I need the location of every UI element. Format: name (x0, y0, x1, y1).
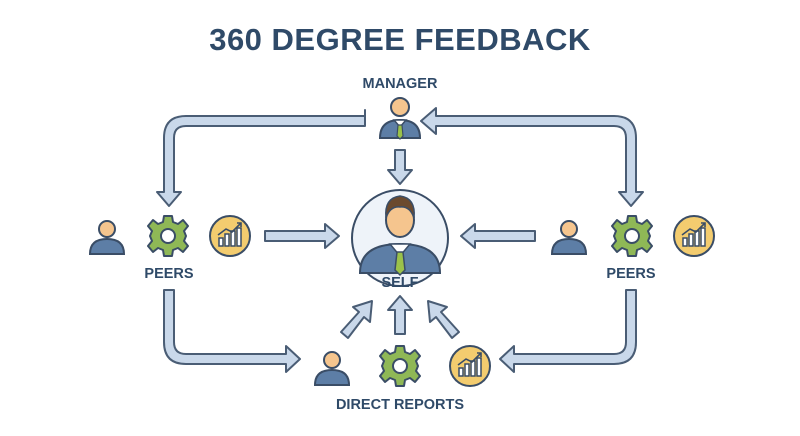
direct-reports-chart-icon (449, 345, 491, 387)
peers-left-gear-icon (147, 215, 189, 257)
arrow-right-peers-to-manager (420, 107, 644, 207)
direct-reports-label: DIRECT REPORTS (335, 397, 465, 413)
arrow-manager-to-self (387, 149, 413, 185)
arrow-direct-reports-to-self-right (427, 300, 460, 339)
peers-right-label: PEERS (606, 266, 656, 282)
arrow-direct-reports-to-self-left (340, 300, 373, 339)
manager-label: MANAGER (362, 76, 438, 92)
peers-left-label: PEERS (144, 266, 194, 282)
arrow-direct-reports-to-self-center (387, 295, 413, 335)
peers-left-person-icon (89, 220, 125, 255)
self-person-icon (351, 189, 449, 287)
peers-right-person-icon (551, 220, 587, 255)
arrow-right-peers-to-direct-reports (499, 289, 637, 373)
direct-reports-gear-icon (379, 345, 421, 387)
arrow-left-peers-to-self (264, 223, 340, 249)
self-label: SELF (381, 275, 419, 291)
peers-left-chart-icon (209, 215, 251, 257)
arrow-left-peers-to-direct-reports (163, 289, 301, 373)
peers-right-gear-icon (611, 215, 653, 257)
direct-reports-person-icon (314, 351, 350, 386)
page-title: 360 DEGREE FEEDBACK (209, 22, 591, 57)
manager-person-icon (378, 97, 422, 140)
arrow-manager-to-left-peers (156, 109, 366, 207)
peers-right-chart-icon (673, 215, 715, 257)
arrow-right-peers-to-self (460, 223, 536, 249)
